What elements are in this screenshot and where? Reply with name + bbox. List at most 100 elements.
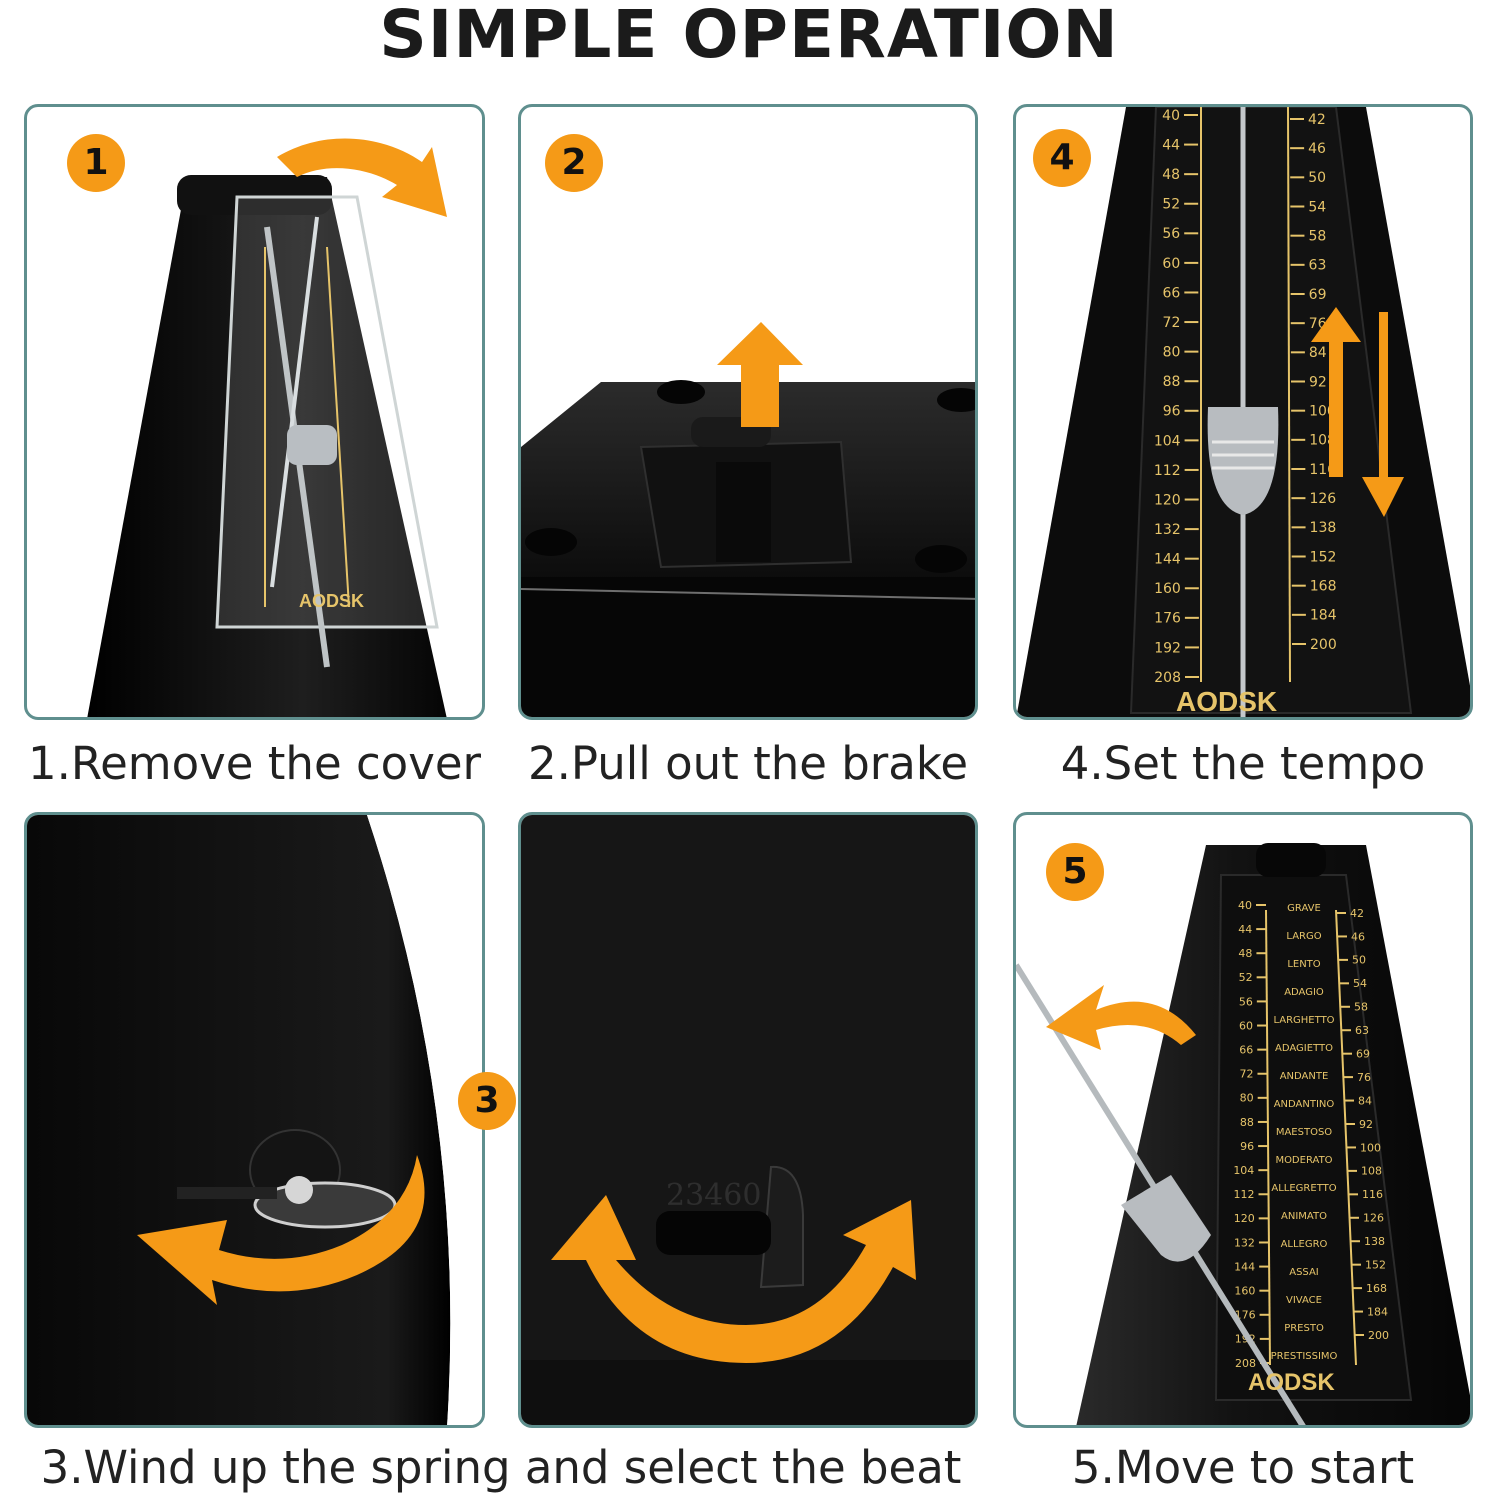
up-arrow-icon: [717, 322, 803, 427]
tempo-tick-label: 92: [1359, 1118, 1373, 1131]
step-3-badge: 3: [458, 1072, 516, 1130]
tempo-scale-image: 4044485256606672808896104112120132144160…: [1016, 107, 1470, 717]
tempo-tick-label: 144: [1234, 1260, 1255, 1273]
beat-dial-image: 23460: [521, 815, 975, 1425]
tempo-tick-label: 112: [1154, 463, 1181, 479]
tempo-term-label: PRESTISSIMO: [1271, 1351, 1338, 1362]
curved-arrow-icon: [137, 1155, 425, 1305]
tempo-term-label: ANDANTE: [1280, 1071, 1329, 1082]
tempo-term-label: ALLEGRO: [1281, 1239, 1328, 1250]
tempo-tick-label: 160: [1154, 581, 1181, 597]
tempo-tick-label: 168: [1310, 579, 1337, 595]
tempo-tick-label: 104: [1154, 433, 1181, 449]
tempo-term-label: MAESTOSO: [1276, 1127, 1332, 1138]
tempo-tick-label: 152: [1310, 549, 1337, 565]
tempo-tick-label: 54: [1308, 199, 1326, 215]
tempo-tick-label: 88: [1240, 1116, 1254, 1129]
tempo-tick-label: 58: [1354, 1001, 1368, 1014]
tempo-tick-label: 200: [1310, 637, 1337, 653]
tempo-term-labels: GRAVELARGOLENTOADAGIOLARGHETTOADAGIETTOA…: [1271, 903, 1338, 1362]
tempo-tick-label: 132: [1234, 1236, 1255, 1249]
step-2-panel: 2: [518, 104, 978, 720]
step-3-beat-panel: 23460: [518, 812, 978, 1428]
tempo-term-label: ADAGIO: [1284, 987, 1324, 998]
step-1-caption: 1.Remove the cover: [27, 737, 482, 790]
tempo-term-label: LARGO: [1286, 931, 1321, 942]
tempo-tick-label: 120: [1234, 1212, 1255, 1225]
tempo-tick-label: 84: [1309, 345, 1327, 361]
tempo-tick-label: 50: [1308, 170, 1326, 186]
tempo-tick-label: 120: [1154, 492, 1181, 508]
tempo-tick-label: 96: [1163, 404, 1181, 420]
tempo-tick-label: 46: [1308, 141, 1326, 157]
tempo-tick-label: 63: [1309, 258, 1327, 274]
tempo-tick-label: 42: [1308, 112, 1326, 128]
tempo-term-label: ANDANTINO: [1274, 1099, 1335, 1110]
metronome-cover-image: AODSK: [87, 138, 447, 717]
curved-double-arrow-icon: [551, 1195, 916, 1363]
step-1-panel: 1 AODSK: [24, 104, 485, 720]
tempo-tick-label: 40: [1238, 899, 1252, 912]
svg-text:AODSK: AODSK: [299, 591, 364, 611]
tempo-tick-label: 184: [1367, 1305, 1388, 1318]
step-3-caption: 3.Wind up the spring and select the beat: [40, 1441, 962, 1494]
tempo-tick-label: 72: [1239, 1068, 1253, 1081]
tempo-tick-label: 160: [1234, 1285, 1255, 1298]
tempo-tick-label: 184: [1310, 608, 1337, 624]
right-tick-labels: 4246505458636976849210010811612613815216…: [1336, 907, 1389, 1342]
tempo-tick-label: 66: [1162, 285, 1180, 301]
tempo-tick-label: 46: [1351, 930, 1365, 943]
tempo-tick-label: 200: [1368, 1329, 1389, 1342]
page-title: SIMPLE OPERATION: [379, 0, 1119, 73]
tempo-tick-label: 176: [1235, 1309, 1256, 1322]
beat-dial-numbers: 23460: [666, 1178, 761, 1213]
tempo-tick-label: 52: [1239, 971, 1253, 984]
tempo-term-label: LARGHETTO: [1273, 1015, 1334, 1026]
tempo-term-label: ANIMATO: [1281, 1211, 1327, 1222]
step-5-caption: 5.Move to start: [1071, 1441, 1415, 1494]
tempo-tick-label: 44: [1238, 923, 1252, 936]
tempo-term-label: ADAGIETTO: [1275, 1043, 1333, 1054]
tempo-tick-label: 152: [1365, 1259, 1386, 1272]
tempo-tick-label: 60: [1162, 256, 1180, 272]
curved-arrow-icon: [277, 138, 447, 217]
left-tick-labels: 4044485256606672808896104112120132144160…: [1233, 899, 1270, 1370]
tempo-tick-label: 144: [1154, 552, 1181, 568]
step-2-badge: 2: [545, 134, 603, 192]
tempo-term-label: LENTO: [1287, 959, 1320, 970]
tempo-tick-label: 52: [1162, 197, 1180, 213]
tempo-term-label: ASSAI: [1289, 1267, 1319, 1278]
brand-logo: AODSK: [1248, 1369, 1335, 1396]
tempo-tick-label: 66: [1239, 1043, 1253, 1056]
tempo-tick-label: 126: [1363, 1212, 1384, 1225]
curved-arrow-icon: [1046, 985, 1196, 1050]
step-1-badge: 1: [67, 134, 125, 192]
step-2-caption: 2.Pull out the brake: [527, 737, 969, 790]
tempo-tick-label: 69: [1356, 1048, 1370, 1061]
tempo-tick-label: 69: [1309, 287, 1327, 303]
tempo-tick-label: 56: [1162, 226, 1180, 242]
tempo-tick-label: 72: [1163, 315, 1181, 331]
tempo-tick-label: 40: [1162, 108, 1180, 124]
tempo-tick-label: 192: [1154, 640, 1181, 656]
tempo-tick-label: 104: [1233, 1164, 1254, 1177]
start-pendulum-image: 4044485256606672808896104112120132144160…: [1016, 843, 1470, 1425]
tempo-tick-label: 60: [1239, 1019, 1253, 1032]
tempo-tick-label: 80: [1240, 1092, 1254, 1105]
tempo-term-label: ALLEGRETTO: [1271, 1183, 1336, 1194]
tempo-tick-label: 44: [1162, 137, 1180, 153]
tempo-tick-label: 92: [1309, 374, 1327, 390]
tempo-tick-label: 42: [1350, 907, 1364, 920]
tempo-tick-label: 88: [1163, 374, 1181, 390]
tempo-tick-label: 208: [1154, 670, 1181, 686]
brand-logo: AODSK: [1176, 686, 1277, 717]
tempo-tick-label: 138: [1364, 1235, 1385, 1248]
step-5-badge: 5: [1046, 843, 1104, 901]
tempo-term-label: MODERATO: [1275, 1155, 1332, 1166]
tempo-tick-label: 80: [1163, 345, 1181, 361]
tempo-tick-label: 108: [1361, 1165, 1382, 1178]
tempo-term-label: VIVACE: [1286, 1295, 1322, 1306]
metronome-base-image: [521, 322, 975, 717]
